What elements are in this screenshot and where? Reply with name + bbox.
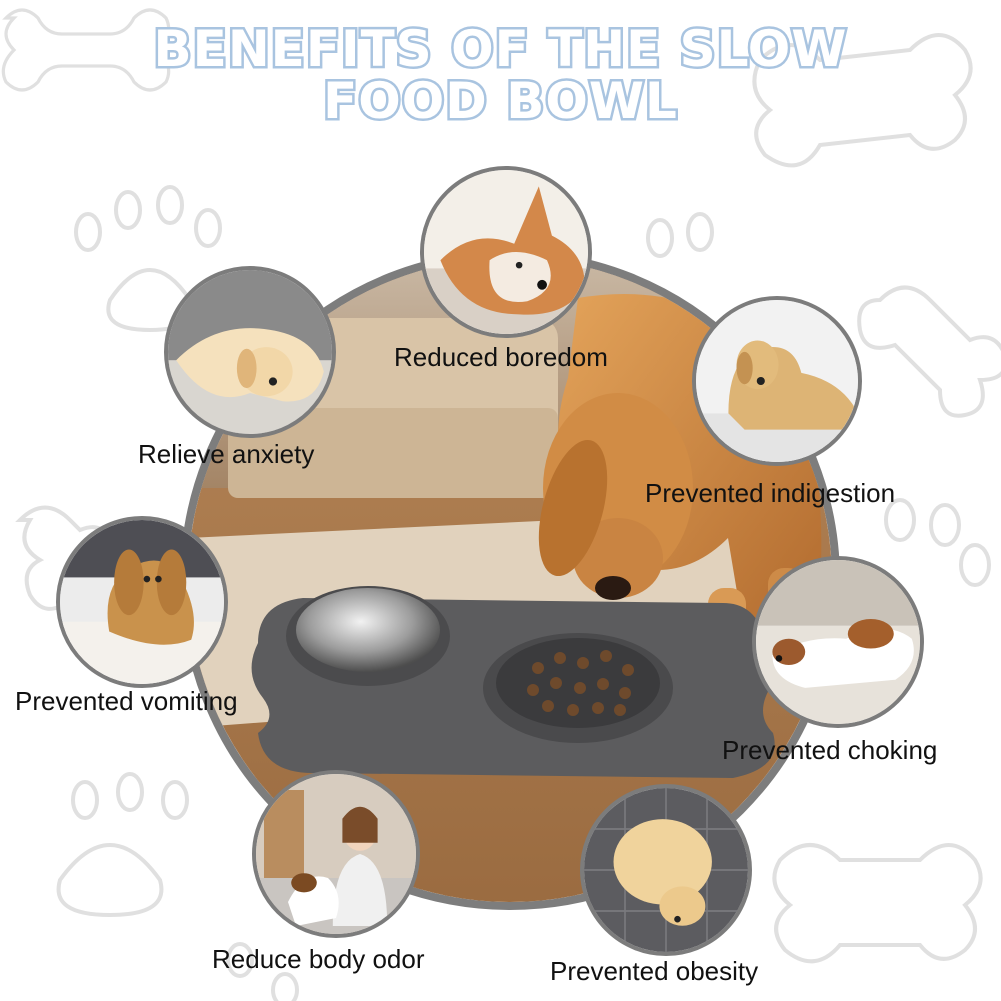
cocker-spaniel-photo xyxy=(56,516,228,688)
beagle-photo xyxy=(752,556,924,728)
page-title-line-2: FOOD BOWL xyxy=(321,72,680,131)
benefit-label-prevented-indigestion: Prevented indigestion xyxy=(645,478,896,508)
benefit-label-reduce-body-odor: Reduce body odor xyxy=(212,944,425,974)
woman-and-dog-photo xyxy=(252,770,420,938)
benefit-label-prevented-obesity: Prevented obesity xyxy=(550,956,759,986)
labrador-photo xyxy=(692,296,862,466)
overweight-labrador-photo xyxy=(580,784,752,956)
corgi-photo xyxy=(420,166,592,338)
page-title-line-1: BENEFITS OF THE SLOW xyxy=(151,20,849,79)
benefit-label-prevented-vomiting: Prevented vomiting xyxy=(15,686,238,716)
benefit-label-prevented-choking: Prevented choking xyxy=(722,735,938,765)
benefit-label-reduced-boredom: Reduced boredom xyxy=(394,342,608,372)
golden-retriever-puppy-photo xyxy=(164,266,336,438)
benefit-label-relieve-anxiety: Relieve anxiety xyxy=(138,439,315,469)
